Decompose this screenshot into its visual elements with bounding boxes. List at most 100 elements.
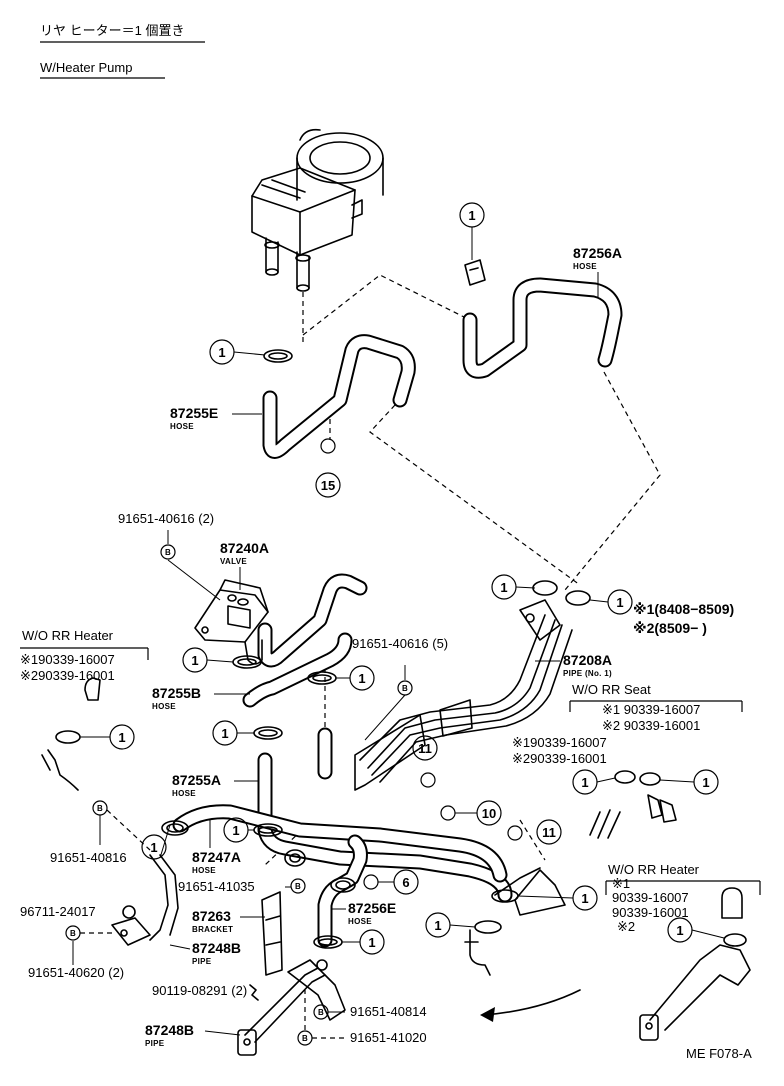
svg-text:B: B bbox=[318, 1008, 324, 1017]
clamp bbox=[723, 933, 747, 947]
callout-b: B bbox=[364, 665, 413, 741]
svg-text:W/O RR Heater: W/O RR Heater bbox=[22, 628, 114, 643]
callout-1: 1 bbox=[459, 202, 485, 260]
note-wo-rr-heater-right: W/O RR Heater ※1 90339-16007 90339-16001… bbox=[605, 862, 761, 934]
callout-1: 1 bbox=[80, 724, 135, 750]
callout-b: B bbox=[160, 530, 221, 601]
part-87263: 87263 BRACKET bbox=[192, 908, 265, 934]
svg-text:11: 11 bbox=[542, 825, 556, 840]
o-ring bbox=[420, 772, 436, 788]
brackets-and-pipes bbox=[111, 854, 751, 1056]
clamp bbox=[614, 770, 661, 786]
svg-text:※190339-16007: ※190339-16007 bbox=[512, 735, 607, 750]
part-87256e: 87256E HOSE bbox=[332, 900, 396, 926]
svg-text:87247A: 87247A bbox=[192, 849, 241, 865]
part-87255b: 87255B HOSE bbox=[152, 685, 250, 711]
svg-text:90339-16007: 90339-16007 bbox=[612, 890, 689, 905]
fastener-labels: 91651-40616 (2) 91651-40616 (5) 91651-40… bbox=[20, 511, 448, 1045]
svg-text:B: B bbox=[70, 929, 76, 938]
svg-text:87256A: 87256A bbox=[573, 245, 622, 261]
clamp bbox=[307, 671, 337, 685]
callout-1: 1 bbox=[659, 769, 719, 795]
fastener-91651-40814: 91651-40814 bbox=[350, 1004, 427, 1019]
connection-lines bbox=[264, 274, 661, 866]
callout-1: 1 bbox=[209, 339, 266, 365]
svg-text:B: B bbox=[402, 684, 408, 693]
svg-text:B: B bbox=[97, 804, 103, 813]
clamps bbox=[55, 259, 747, 949]
fastener-90119-08291-2: 90119-08291 (2) bbox=[152, 983, 247, 998]
callout-1: 1 bbox=[212, 720, 254, 746]
svg-text:B: B bbox=[302, 1034, 308, 1043]
callout-10: 10 bbox=[455, 800, 502, 826]
svg-text:1: 1 bbox=[500, 580, 507, 595]
svg-text:※2 90339-16001: ※2 90339-16001 bbox=[602, 718, 700, 733]
o-ring bbox=[363, 874, 379, 890]
svg-text:B: B bbox=[295, 882, 301, 891]
part-87248b-lower: 87248B PIPE bbox=[145, 1022, 241, 1048]
svg-text:1: 1 bbox=[232, 823, 239, 838]
svg-text:1: 1 bbox=[616, 595, 623, 610]
svg-text:HOSE: HOSE bbox=[172, 789, 196, 798]
callout-b: B bbox=[92, 800, 151, 851]
part-87256a: 87256A HOSE bbox=[573, 245, 622, 298]
svg-text:PIPE: PIPE bbox=[145, 1039, 165, 1048]
callout-b: B bbox=[297, 1030, 345, 1046]
callout-b: B bbox=[290, 878, 306, 894]
svg-text:1: 1 bbox=[581, 891, 588, 906]
svg-text:10: 10 bbox=[482, 806, 496, 821]
svg-text:1: 1 bbox=[358, 671, 365, 686]
svg-text:87256E: 87256E bbox=[348, 900, 396, 916]
svg-text:HOSE: HOSE bbox=[152, 702, 176, 711]
svg-text:※1: ※1 bbox=[612, 876, 630, 891]
svg-text:※2: ※2 bbox=[617, 919, 635, 934]
callout-1: 1 bbox=[336, 665, 375, 691]
svg-text:15: 15 bbox=[321, 478, 335, 493]
svg-text:BRACKET: BRACKET bbox=[192, 925, 233, 934]
plugs bbox=[41, 677, 743, 919]
callout-1: 1 bbox=[589, 589, 633, 615]
o-ring bbox=[440, 805, 456, 821]
fastener-91651-41020: 91651-41020 bbox=[350, 1030, 427, 1045]
svg-text:1: 1 bbox=[581, 775, 588, 790]
fastener-91651-40616-2: 91651-40616 (2) bbox=[118, 511, 214, 526]
callout-1: 1 bbox=[425, 912, 476, 938]
callout-b: B bbox=[65, 925, 112, 965]
o-ring bbox=[320, 438, 336, 454]
header: リヤ ヒーター＝1 個置き W/Heater Pump bbox=[40, 23, 205, 79]
pipe-87208a bbox=[354, 599, 573, 791]
svg-text:1: 1 bbox=[118, 730, 125, 745]
svg-text:B: B bbox=[165, 548, 171, 557]
callout-1: 1 bbox=[342, 929, 385, 955]
svg-text:※290339-16001: ※290339-16001 bbox=[20, 668, 115, 683]
callout-1: 1 bbox=[141, 824, 171, 860]
svg-text:1: 1 bbox=[218, 345, 225, 360]
range-note-1: ※1(8408−8509) bbox=[633, 601, 734, 617]
part-87208a: 87208A PIPE (No. 1) bbox=[535, 652, 612, 678]
svg-text:1: 1 bbox=[676, 923, 683, 938]
part-87255e: 87255E HOSE bbox=[170, 405, 262, 431]
svg-text:1: 1 bbox=[434, 918, 441, 933]
callout-1: 1 bbox=[517, 885, 598, 911]
svg-text:90339-16001: 90339-16001 bbox=[612, 905, 689, 920]
svg-text:87263: 87263 bbox=[192, 908, 231, 924]
clamp bbox=[464, 259, 486, 286]
callout-1: 1 bbox=[223, 817, 254, 843]
fastener-91651-40816: 91651-40816 bbox=[50, 850, 127, 865]
svg-text:1: 1 bbox=[221, 726, 228, 741]
fastener-91651-40616-5: 91651-40616 (5) bbox=[352, 636, 448, 651]
svg-text:1: 1 bbox=[191, 653, 198, 668]
svg-text:HOSE: HOSE bbox=[170, 422, 194, 431]
callout-6: 6 bbox=[378, 869, 419, 895]
svg-text:HOSE: HOSE bbox=[573, 262, 597, 271]
part-87248b-upper: 87248B PIPE bbox=[169, 940, 241, 966]
svg-text:87248B: 87248B bbox=[192, 940, 241, 956]
svg-text:PIPE: PIPE bbox=[192, 957, 212, 966]
callout-1: 1 bbox=[572, 769, 616, 795]
svg-text:1: 1 bbox=[150, 840, 157, 855]
clamp bbox=[161, 820, 189, 836]
svg-text:11: 11 bbox=[418, 741, 432, 756]
svg-text:HOSE: HOSE bbox=[192, 866, 216, 875]
clamp bbox=[330, 877, 356, 893]
